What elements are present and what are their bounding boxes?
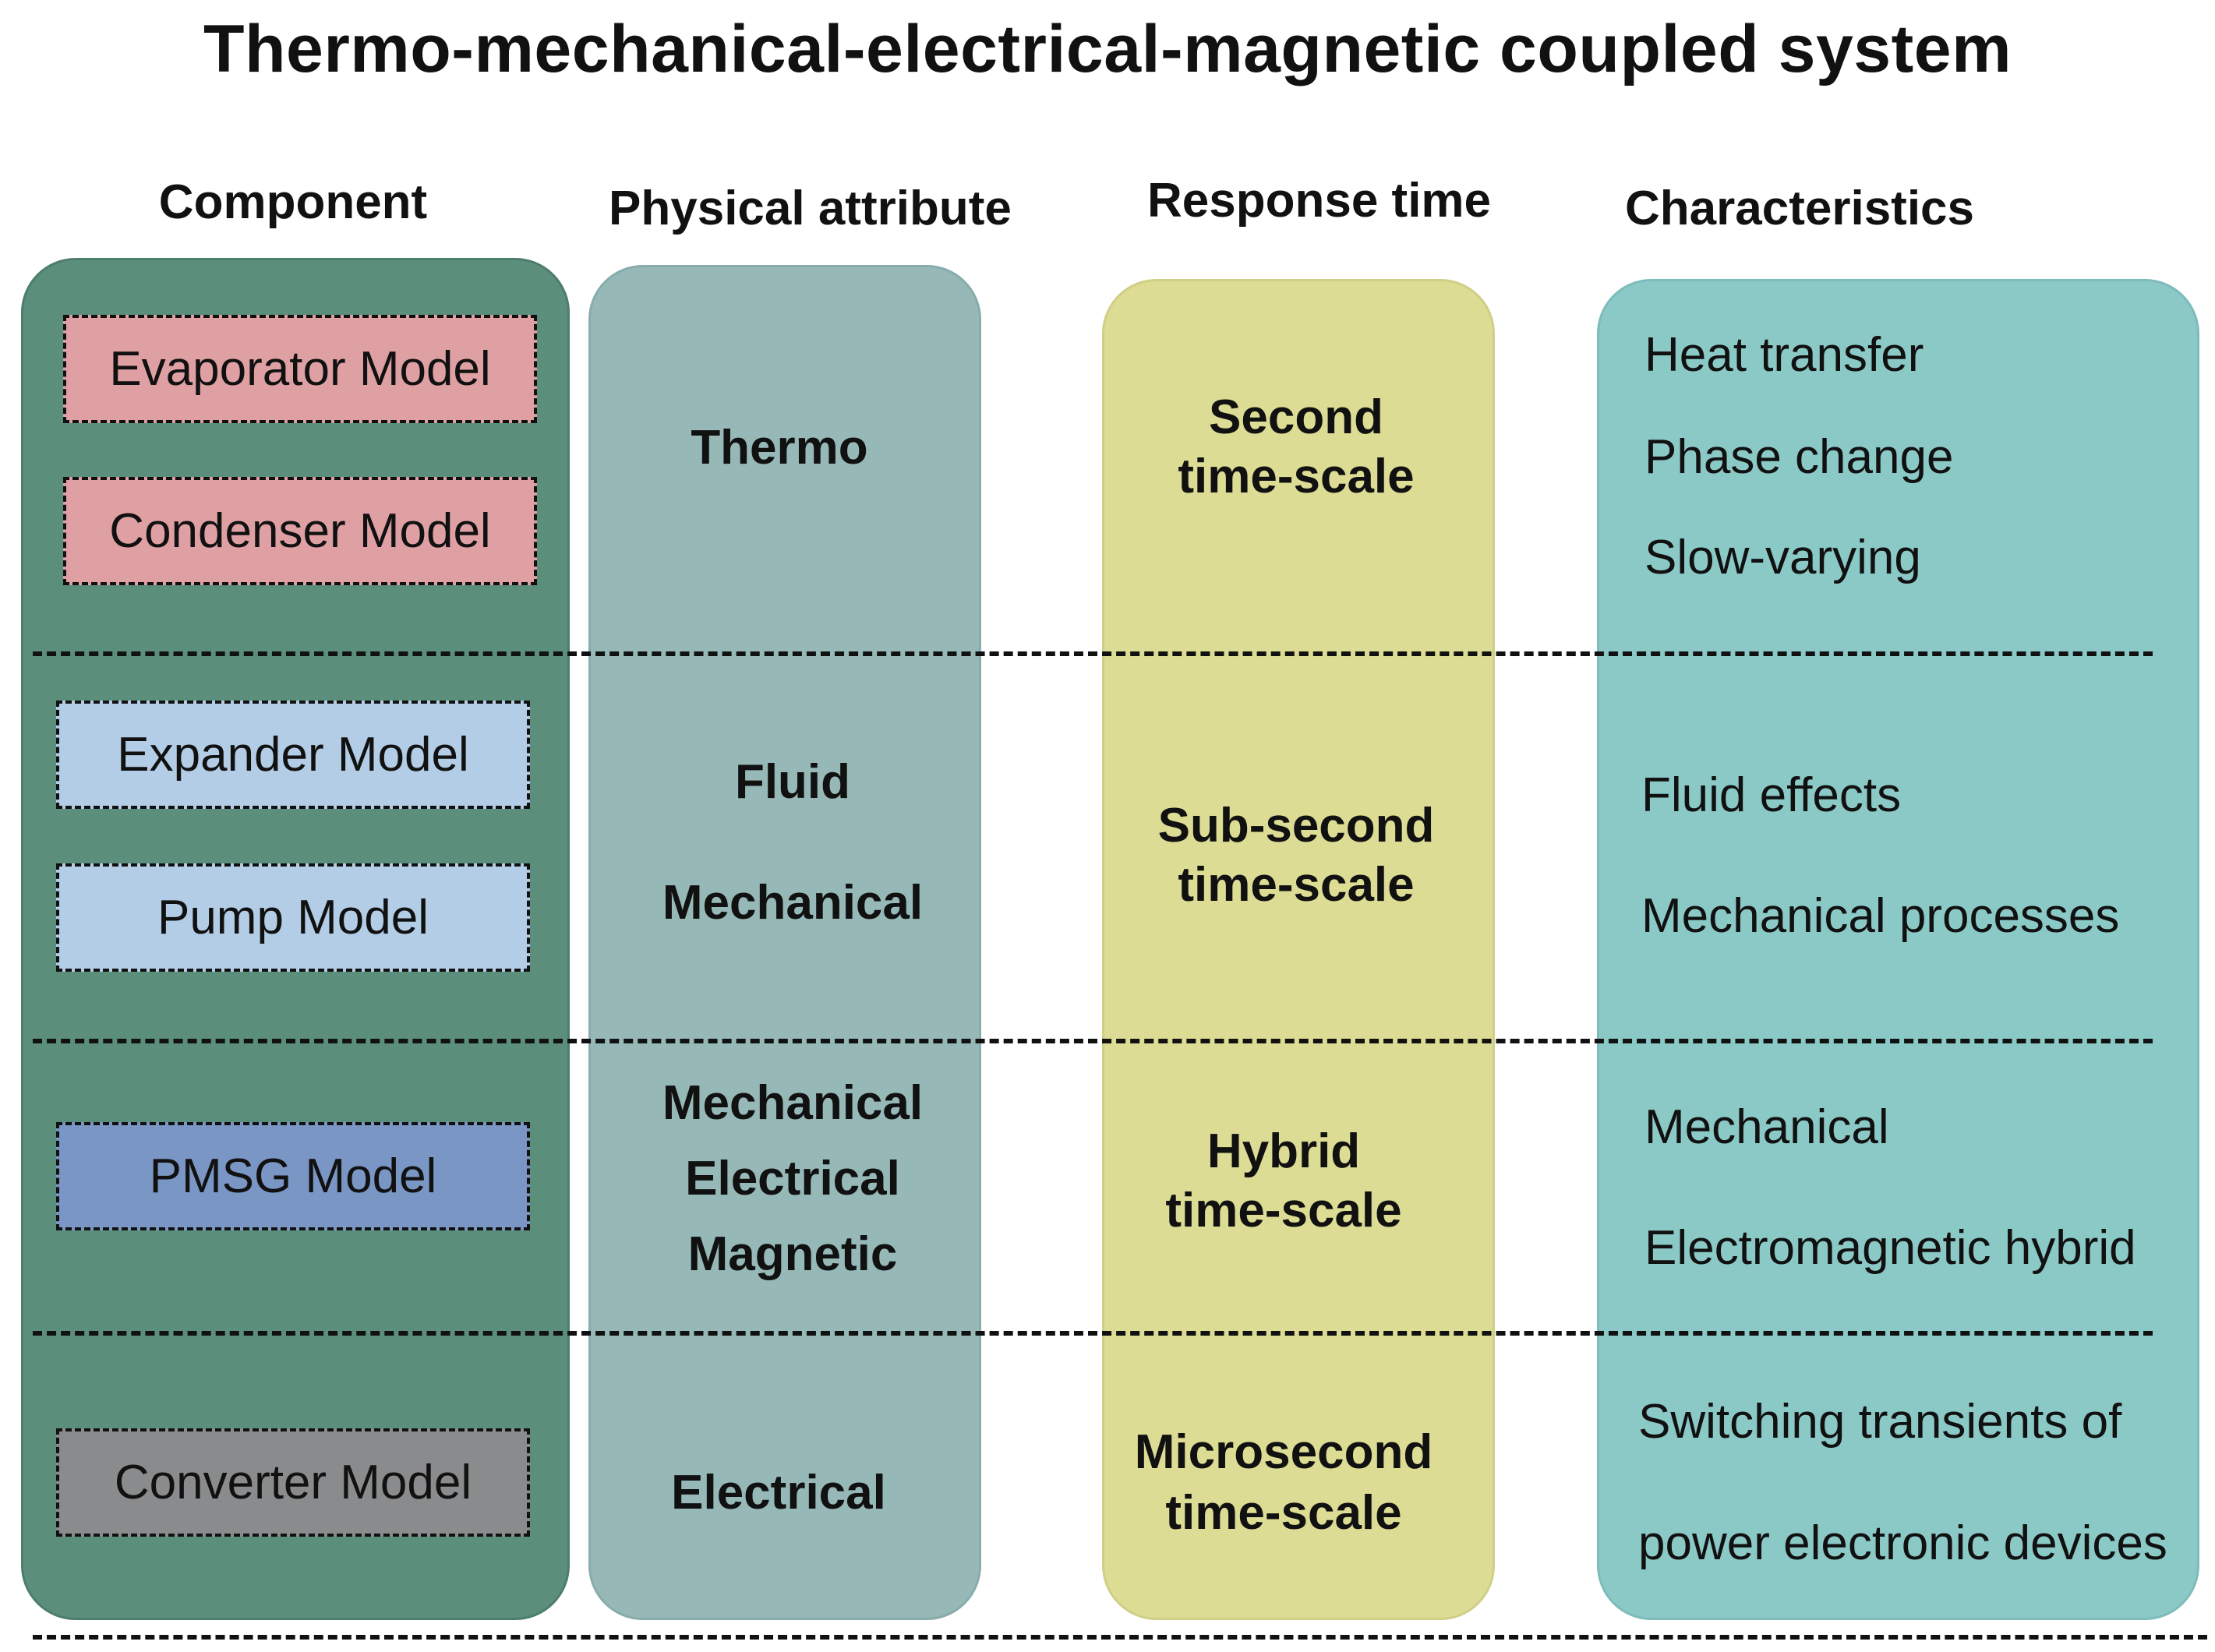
response-time-panel [1102, 279, 1495, 1620]
response-microsecond-line1: Microsecond [1134, 1425, 1433, 1479]
physical-electrical-2: Electrical [671, 1466, 886, 1520]
separator-line-bottom [33, 1635, 2207, 1640]
diagram-title: Thermo-mechanical-electrical-magnetic co… [203, 12, 2012, 86]
char-fluid-effects: Fluid effects [1641, 768, 1902, 822]
physical-magnetic: Magnetic [687, 1227, 898, 1281]
physical-thermo: Thermo [691, 421, 868, 475]
char-switching-line1: Switching transients of [1638, 1395, 2122, 1449]
response-second-line1: Second [1209, 390, 1383, 444]
evaporator-model-label: Evaporator Model [109, 342, 491, 396]
pump-model-label: Pump Model [157, 891, 429, 944]
converter-model-box: Converter Model [56, 1428, 530, 1537]
header-characteristics: Characteristics [1625, 182, 1975, 235]
char-mechanical-processes: Mechanical processes [1641, 889, 2120, 943]
response-subsecond-line2: time-scale [1178, 858, 1415, 912]
pmsg-model-label: PMSG Model [149, 1149, 437, 1203]
char-slow-varying: Slow-varying [1644, 531, 1921, 584]
response-second-line2: time-scale [1178, 450, 1415, 503]
condenser-model-box: Condenser Model [63, 477, 537, 585]
physical-mechanical-2: Mechanical [662, 1076, 924, 1130]
response-hybrid-line2: time-scale [1165, 1184, 1402, 1237]
evaporator-model-box: Evaporator Model [63, 315, 537, 423]
response-microsecond-line2: time-scale [1165, 1486, 1402, 1540]
condenser-model-label: Condenser Model [109, 504, 491, 558]
expander-model-box: Expander Model [56, 701, 530, 809]
characteristics-panel [1597, 279, 2199, 1620]
separator-line-3 [33, 1331, 2153, 1336]
response-subsecond-line1: Sub-second [1157, 799, 1435, 852]
expander-model-label: Expander Model [117, 728, 469, 782]
header-physical-attribute: Physical attribute [609, 182, 1012, 235]
pmsg-model-box: PMSG Model [56, 1122, 530, 1230]
header-component: Component [158, 175, 428, 229]
char-heat-transfer: Heat transfer [1644, 328, 1924, 382]
response-hybrid-line1: Hybrid [1206, 1124, 1361, 1178]
header-response-time: Response time [1147, 174, 1492, 228]
char-switching-line2: power electronic devices [1638, 1516, 2167, 1570]
converter-model-label: Converter Model [114, 1456, 472, 1509]
pump-model-box: Pump Model [56, 863, 530, 972]
char-electromagnetic-hybrid: Electromagnetic hybrid [1644, 1221, 2136, 1275]
physical-mechanical-1: Mechanical [662, 876, 924, 930]
separator-line-1 [33, 651, 2153, 656]
char-mechanical: Mechanical [1644, 1100, 1889, 1154]
physical-attribute-panel [588, 265, 981, 1620]
physical-electrical-1: Electrical [685, 1152, 900, 1205]
char-phase-change: Phase change [1644, 430, 1954, 484]
separator-line-2 [33, 1039, 2153, 1043]
physical-fluid: Fluid [734, 755, 851, 809]
